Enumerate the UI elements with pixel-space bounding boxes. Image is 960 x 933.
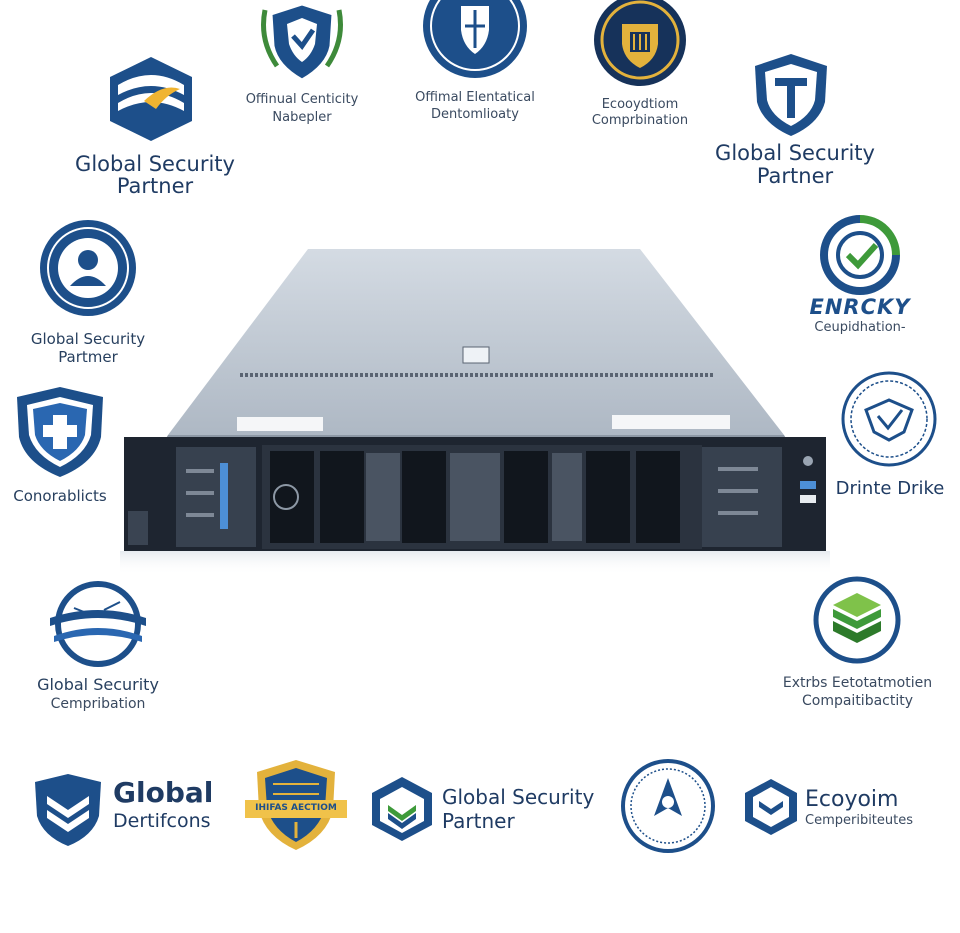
badge-left-seal-subtitle: Partmer	[58, 348, 118, 366]
badge-right-cube-subtitle: Compaitibactity	[801, 693, 914, 709]
badge-top-left: Global Security Partner	[60, 55, 250, 200]
gold-seal-icon	[594, 0, 686, 86]
badge-top-left-subtitle: Partner	[116, 174, 194, 198]
wave-shield-logo-icon	[110, 57, 192, 141]
badge-left-seal: Global Security Partmer	[18, 218, 158, 368]
badge-top-right-subtitle: Partner	[756, 164, 834, 188]
gold-banner-shield-icon	[245, 760, 347, 850]
badge-bottom-4	[620, 758, 716, 854]
badge-bottom-2: IHIFAS AECTIOM	[243, 758, 349, 854]
badge-left-seal-title: Global Security	[30, 330, 146, 348]
badge-top-shield: Offinual Centicity Nabepler	[232, 0, 372, 130]
badge-bottom-5: Ecoyoim Cemperibiteutes	[743, 777, 943, 843]
badge-right-seal: Drinte Drike	[825, 370, 955, 505]
hex-check-icon	[372, 777, 432, 841]
badge-bottom-1-title: Global	[113, 776, 214, 809]
laurel-shield-icon	[261, 2, 343, 82]
badge-left-shield: Conorablicts	[5, 385, 115, 510]
tf-shield-icon	[755, 54, 827, 136]
badge-right-encry-title: ENRCKY	[809, 295, 911, 319]
badge-bottom-5-title: Ecoyoim	[805, 787, 899, 812]
badge-top-gold-title: Ecooydtiom	[601, 97, 679, 112]
badge-top-right: Global Security Partner	[695, 52, 895, 197]
badge-bottom-1-subtitle: Dertifcons	[113, 810, 211, 832]
badge-top-shield-title: Offinual Centicity	[245, 92, 359, 107]
badge-right-encry-subtitle: Ceupidhation-	[814, 320, 906, 335]
badge-top-right-title: Global Security	[715, 141, 875, 165]
badge-left-wave-title: Global Security	[37, 675, 159, 694]
badge-left-shield-title: Conorablicts	[13, 487, 107, 505]
badge-bottom-3-subtitle: Partner	[442, 809, 515, 833]
green-cube-circle-icon	[813, 576, 901, 664]
crest-seal-icon	[841, 371, 937, 467]
badge-right-cube: Extrbs Eetotatmotien Compaitibactity	[775, 575, 940, 715]
rack-server-image	[120, 249, 830, 575]
badge-bottom-1: Global Dertifcons	[33, 770, 233, 850]
badge-top-left-title: Global Security	[75, 152, 235, 176]
plus-shield-icon	[17, 387, 103, 477]
badge-top-gold: Ecooydtiom Comprbination	[575, 0, 705, 130]
badge-bottom-3: Global Security Partner	[370, 775, 605, 845]
badge-right-cube-title: Extrbs Eetotatmotien	[782, 675, 933, 691]
compass-seal-icon	[621, 759, 715, 853]
badge-left-wave: Global Security Cempribation	[28, 580, 168, 715]
wave-circle-icon	[50, 581, 146, 667]
badge-bottom-3-title: Global Security	[442, 785, 595, 809]
badge-right-encry: ENRCKY Ceupidhation-	[790, 215, 930, 340]
badge-top-circle-title: Offimal Elentatical	[415, 90, 535, 105]
badge-left-wave-subtitle: Cempribation	[50, 696, 146, 712]
badge-bottom-2-banner: IHIFAS AECTIOM	[255, 803, 337, 813]
person-seal-icon	[40, 220, 136, 316]
badge-top-gold-subtitle: Comprbination	[591, 113, 689, 128]
hex-chevron-icon	[745, 779, 797, 835]
badge-top-circle: Offimal Elentatical Dentomlioaty	[405, 0, 545, 130]
badge-top-shield-subtitle: Nabepler	[272, 110, 332, 125]
badge-bottom-5-subtitle: Cemperibiteutes	[805, 813, 914, 828]
badge-top-circle-subtitle: Dentomlioaty	[431, 107, 519, 122]
circle-seal-icon	[423, 0, 527, 78]
checkmark-ring-icon	[820, 215, 900, 295]
chevron-shield-icon	[35, 774, 101, 846]
badge-right-seal-title: Drinte Drike	[835, 478, 945, 499]
